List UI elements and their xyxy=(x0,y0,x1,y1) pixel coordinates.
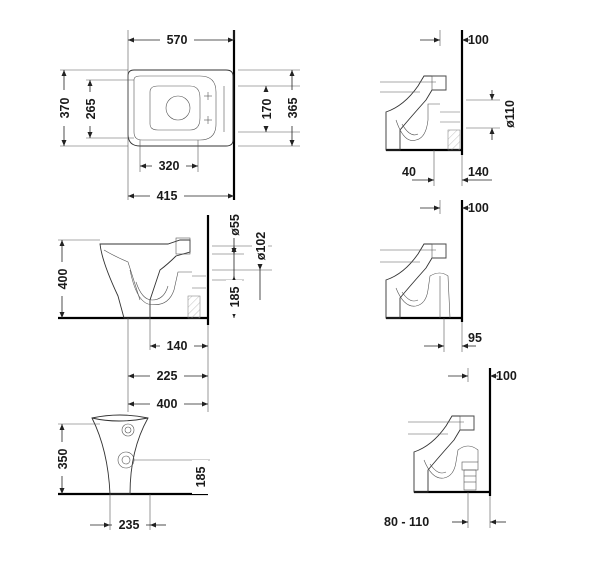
dim-265: 265 xyxy=(84,99,98,120)
dim-170: 170 xyxy=(260,99,274,120)
dim-v1-40: 40 xyxy=(402,165,416,179)
variant-2-view: 100 95 xyxy=(380,200,489,352)
dim-400-width: 400 xyxy=(157,397,178,411)
front-view: 350 185 235 xyxy=(54,414,210,532)
dim-570: 570 xyxy=(167,33,188,47)
dim-370: 370 xyxy=(58,98,72,119)
dim-185-side: 185 xyxy=(228,287,242,308)
variant-3-view: 100 80 - 110 xyxy=(384,368,517,529)
dim-350: 350 xyxy=(56,449,70,470)
dim-o55: ø55 xyxy=(228,214,242,236)
dim-400-height: 400 xyxy=(56,269,70,290)
dim-o102: ø102 xyxy=(254,232,268,261)
dim-v3-100: 100 xyxy=(496,369,517,383)
side-view-bowl xyxy=(99,239,191,319)
dim-185-front: 185 xyxy=(194,467,208,488)
dim-415: 415 xyxy=(157,189,178,203)
dim-225: 225 xyxy=(157,369,178,383)
top-view-bowl-outline xyxy=(127,69,234,147)
dim-v2-95: 95 xyxy=(468,331,482,345)
dim-320: 320 xyxy=(159,159,180,173)
dim-235: 235 xyxy=(119,518,140,532)
dim-v1-100: 100 xyxy=(468,33,489,47)
top-view: 570 370 265 320 415 170 36 xyxy=(56,30,300,203)
dim-v1-o110: ø110 xyxy=(503,100,517,128)
dim-v2-100: 100 xyxy=(468,201,489,215)
dim-v1-140: 140 xyxy=(468,165,489,179)
side-view: ø55 ø102 400 185 140 225 4 xyxy=(54,212,272,412)
front-view-bowl xyxy=(91,414,149,495)
dim-v3-80-110: 80 - 110 xyxy=(384,515,429,529)
variant-1-view: 100 ø110 40 140 xyxy=(380,30,517,186)
dim-365: 365 xyxy=(286,98,300,119)
dim-140-side: 140 xyxy=(167,339,188,353)
